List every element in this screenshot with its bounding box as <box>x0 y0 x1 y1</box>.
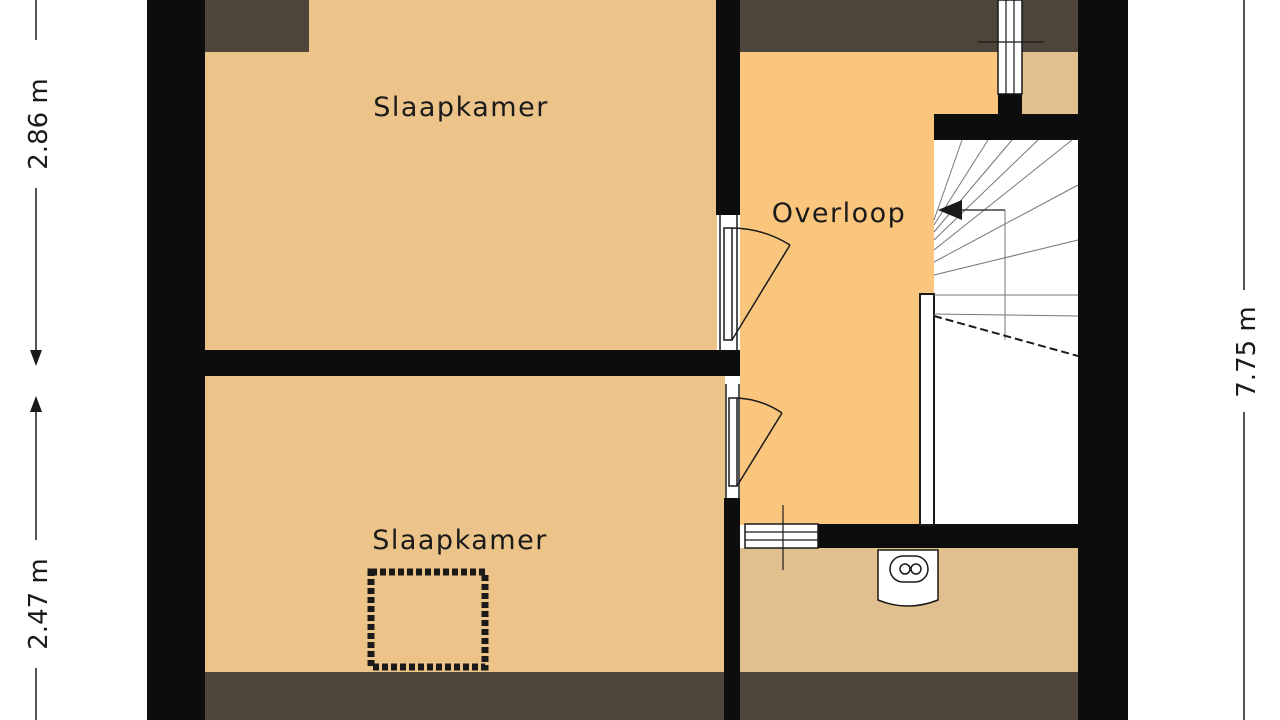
room-label-landing: Overloop <box>772 198 907 229</box>
right-exterior-wall <box>1078 0 1128 720</box>
door-bedroom-top <box>718 215 791 350</box>
wall-vertical-lower <box>724 498 740 720</box>
wall-bedroom-divider <box>205 350 740 376</box>
room-label-bedroom-top: Slaapkamer <box>373 92 549 123</box>
left-exterior-wall <box>147 0 205 720</box>
dimension-label-left-bottom: 2.47 m <box>24 558 54 649</box>
washing-machine-icon <box>877 549 939 607</box>
door-bedroom-bottom <box>725 384 783 498</box>
dimension-label-left-top: 2.86 m <box>24 78 54 169</box>
wall-vertical-upper <box>716 0 740 215</box>
low-ceiling-zone-top-right <box>740 0 1078 52</box>
wall-utility-horizontal <box>818 524 1080 548</box>
threshold-utility <box>744 505 819 570</box>
bedroom-top-floor <box>205 0 717 352</box>
room-label-bedroom-bottom: Slaapkamer <box>372 525 548 556</box>
wall-stair-frame-lower <box>919 293 935 526</box>
staircase <box>933 139 1079 357</box>
wall-closet-post <box>998 94 1022 116</box>
stairwell-floor <box>934 140 1080 525</box>
low-ceiling-zone-top-left <box>205 0 309 52</box>
low-ceiling-zone-bottom <box>195 672 1085 720</box>
closet-floor <box>1022 50 1078 114</box>
closet-threshold <box>978 0 1044 95</box>
dimension-label-right: 7.75 m <box>1232 306 1262 397</box>
roof-hatch <box>367 568 489 671</box>
wall-closet-horizontal <box>934 114 1078 140</box>
dimension-line-left <box>30 0 42 720</box>
